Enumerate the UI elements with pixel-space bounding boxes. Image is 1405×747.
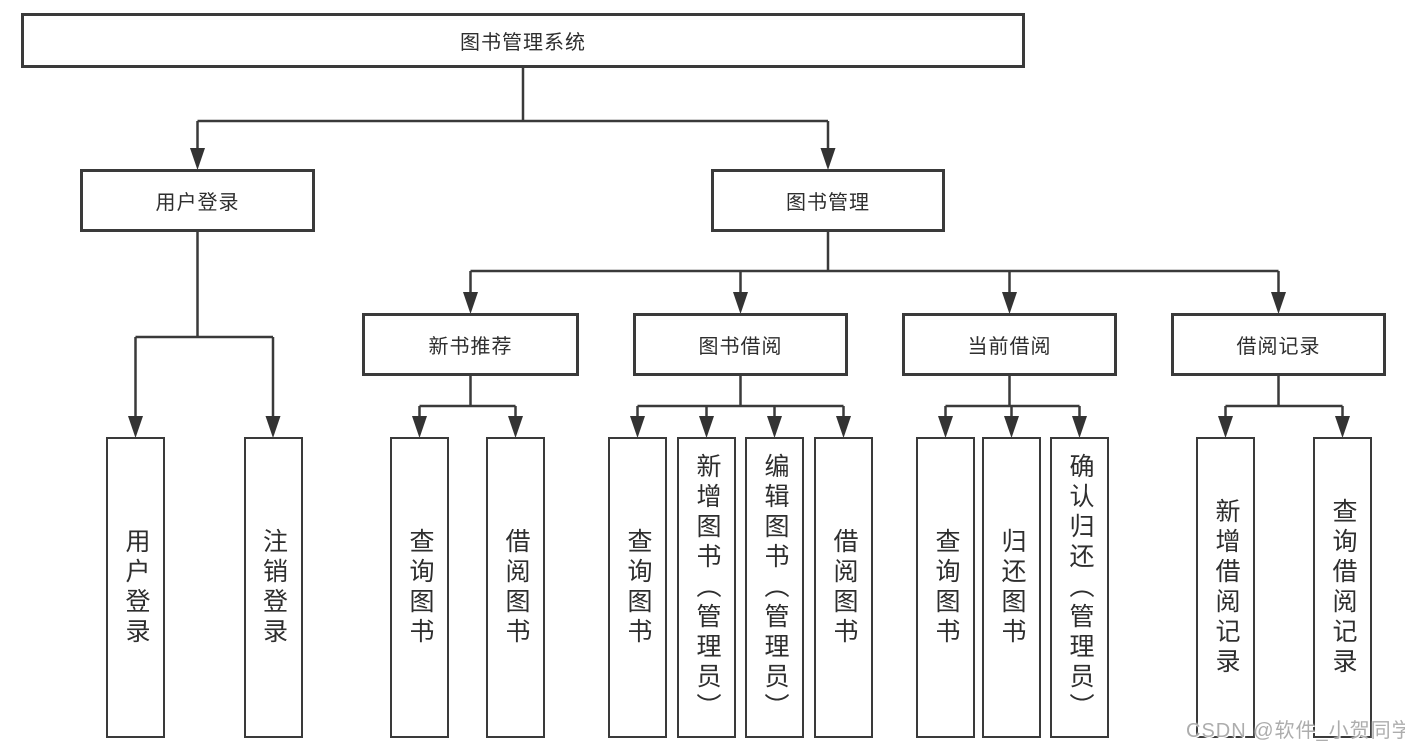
node-root: 图书管理系统 — [21, 13, 1025, 68]
leaf-borrowing-add-books-admin: 新增图书（管理员） — [677, 437, 736, 738]
leaf-current-return-books: 归还图书 — [982, 437, 1041, 738]
node-user-login: 用户登录 — [80, 169, 315, 232]
leaf-borrowing-query-books: 查询图书 — [608, 437, 667, 738]
node-current-borrowing: 当前借阅 — [902, 313, 1117, 376]
leaf-logout: 注销登录 — [243, 437, 303, 738]
leaf-current-query-books: 查询图书 — [916, 437, 975, 738]
node-book-management: 图书管理 — [711, 169, 945, 232]
leaf-records-add-record: 新增借阅记录 — [1196, 437, 1255, 738]
leaf-recommend-query-books: 查询图书 — [390, 437, 449, 738]
leaf-borrowing-borrow-books: 借阅图书 — [814, 437, 873, 738]
leaf-recommend-borrow-books: 借阅图书 — [486, 437, 545, 738]
node-borrowing-records: 借阅记录 — [1171, 313, 1386, 376]
watermark: CSDN @软件_小贺同学 — [1186, 720, 1405, 742]
leaf-records-query-record: 查询借阅记录 — [1313, 437, 1372, 738]
node-book-borrowing: 图书借阅 — [633, 313, 848, 376]
leaf-current-confirm-return-admin: 确认归还（管理员） — [1050, 437, 1109, 738]
node-new-book-recommend: 新书推荐 — [362, 313, 579, 376]
leaf-borrowing-edit-books-admin: 编辑图书（管理员） — [745, 437, 804, 738]
leaf-user-login: 用户登录 — [106, 437, 165, 738]
